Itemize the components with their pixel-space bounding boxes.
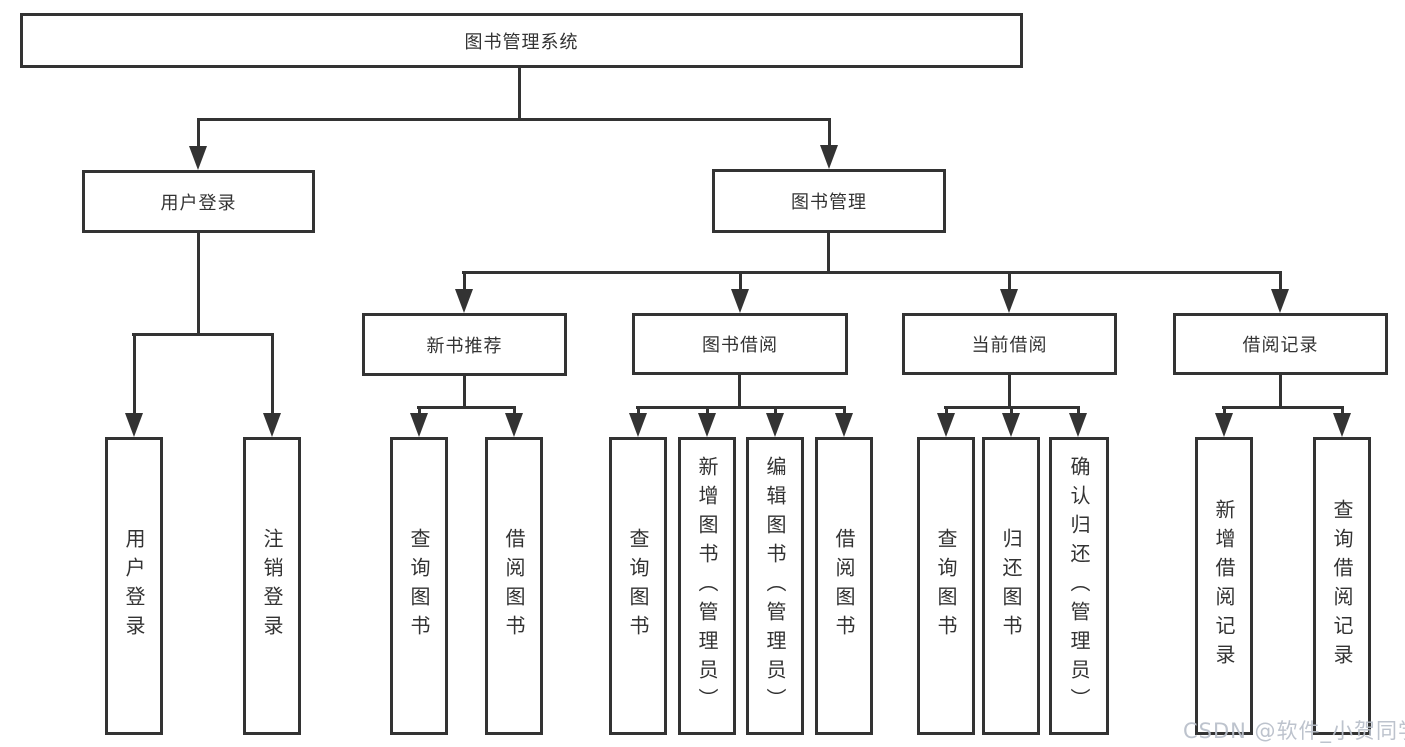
arrow-down-query-books-recommend [410, 413, 428, 437]
arrow-down-new-book-recommend [455, 289, 473, 313]
node-library-system: 图书管理系统 [20, 13, 1023, 68]
node-borrowing-records-label: 借阅记录 [1242, 335, 1319, 356]
csdn-watermark: CSDN @软件_小贺同学 [1183, 719, 1405, 743]
arrow-down-user-login [189, 146, 207, 170]
arrow-down-current-borrowing [1000, 289, 1018, 313]
node-leaf-edit-book-admin-label: 编辑图书（管理员） [763, 455, 787, 717]
connector-drop-borrow-books-borrowing [843, 408, 846, 415]
arrow-down-confirm-return-admin [1069, 413, 1087, 437]
node-leaf-query-books-borrowing: 查询图书 [609, 437, 667, 735]
connector-user-login-stem [197, 233, 200, 335]
node-leaf-query-books-borrowing-label: 查询图书 [626, 528, 650, 644]
node-leaf-confirm-return-admin: 确认归还（管理员） [1049, 437, 1109, 735]
node-leaf-logout: 注销登录 [243, 437, 301, 735]
node-leaf-query-books-recommend: 查询图书 [390, 437, 448, 735]
arrow-down-borrow-books-recommend [505, 413, 523, 437]
connector-drop-borrow-books-recommend [513, 408, 516, 415]
node-leaf-user-login-label: 用户登录 [122, 528, 146, 644]
connector-drop-query-books-borrowing [637, 408, 640, 415]
arrow-down-leaf-user-login [125, 413, 143, 437]
arrow-down-borrow-books-borrowing [835, 413, 853, 437]
connector-user-login-hline [132, 333, 274, 336]
node-leaf-borrow-books-recommend-label: 借阅图书 [502, 528, 526, 644]
node-library-system-label: 图书管理系统 [464, 31, 579, 53]
arrow-down-borrowing-records [1271, 289, 1289, 313]
connector-drop-confirm-return-admin [1077, 408, 1080, 415]
node-leaf-query-borrow-record: 查询借阅记录 [1313, 437, 1371, 735]
connector-drop-query-books-current [945, 408, 948, 415]
node-leaf-borrow-books-borrowing: 借阅图书 [815, 437, 873, 735]
node-leaf-return-book-label: 归还图书 [999, 528, 1023, 644]
node-user-login-label: 用户登录 [160, 192, 237, 214]
arrow-down-leaf-logout [263, 413, 281, 437]
node-book-management: 图书管理 [712, 169, 946, 233]
node-leaf-user-login: 用户登录 [105, 437, 163, 735]
connector-current-borrowing-hline [944, 406, 1080, 409]
connector-current-borrowing-stem [1008, 375, 1011, 408]
node-leaf-borrow-books-borrowing-label: 借阅图书 [832, 528, 856, 644]
node-leaf-add-book-admin-label: 新增图书（管理员） [695, 455, 719, 717]
node-leaf-add-borrow-record-label: 新增借阅记录 [1212, 499, 1236, 673]
node-leaf-edit-book-admin: 编辑图书（管理员） [746, 437, 804, 735]
connector-root-hline [197, 118, 831, 121]
connector-borrowing-records-hline [1222, 406, 1344, 409]
connector-drop-book-borrowing [739, 273, 742, 291]
arrow-down-add-borrow-record [1215, 413, 1233, 437]
node-leaf-confirm-return-admin-label: 确认归还（管理员） [1067, 455, 1091, 717]
node-book-borrowing: 图书借阅 [632, 313, 848, 375]
connector-drop-leaf-user-login [133, 335, 136, 415]
node-new-book-recommend-label: 新书推荐 [426, 335, 503, 357]
arrow-down-add-book-admin [698, 413, 716, 437]
node-leaf-add-borrow-record: 新增借阅记录 [1195, 437, 1253, 735]
arrow-down-book-management [820, 145, 838, 169]
node-borrowing-records: 借阅记录 [1173, 313, 1388, 375]
connector-new-book-recommend-stem [463, 376, 466, 408]
connector-root-drop-user-login [197, 120, 200, 148]
node-leaf-query-borrow-record-label: 查询借阅记录 [1330, 499, 1354, 673]
arrow-down-edit-book-admin [766, 413, 784, 437]
node-leaf-borrow-books-recommend: 借阅图书 [485, 437, 543, 735]
connector-drop-add-book-admin [706, 408, 709, 415]
connector-book-management-hline [462, 271, 1282, 274]
connector-drop-borrowing-records [1279, 273, 1282, 291]
node-book-borrowing-label: 图书借阅 [702, 335, 778, 356]
connector-drop-edit-book-admin [774, 408, 777, 415]
node-current-borrowing-label: 当前借阅 [971, 335, 1048, 356]
node-new-book-recommend: 新书推荐 [362, 313, 567, 376]
connector-root-drop-book-management [828, 120, 831, 147]
node-book-management-label: 图书管理 [791, 192, 867, 213]
connector-book-borrowing-hline [636, 406, 846, 409]
node-leaf-query-books-current-label: 查询图书 [934, 528, 958, 644]
arrow-down-query-books-borrowing [629, 413, 647, 437]
connector-drop-leaf-logout [271, 335, 274, 415]
arrow-down-book-borrowing [731, 289, 749, 313]
connector-new-book-recommend-hline [417, 406, 516, 409]
node-leaf-query-books-current: 查询图书 [917, 437, 975, 735]
connector-drop-current-borrowing [1008, 273, 1011, 291]
node-leaf-logout-label: 注销登录 [260, 528, 284, 644]
connector-book-management-stem [827, 233, 830, 273]
connector-drop-return-book [1010, 408, 1013, 415]
arrow-down-query-borrow-record [1333, 413, 1351, 437]
connector-drop-add-borrow-record [1223, 408, 1226, 415]
connector-drop-new-book-recommend [463, 273, 466, 291]
node-current-borrowing: 当前借阅 [902, 313, 1117, 375]
node-leaf-return-book: 归还图书 [982, 437, 1040, 735]
arrow-down-query-books-current [937, 413, 955, 437]
node-leaf-add-book-admin: 新增图书（管理员） [678, 437, 736, 735]
arrow-down-return-book [1002, 413, 1020, 437]
connector-root-stem [518, 68, 521, 120]
node-user-login: 用户登录 [82, 170, 315, 233]
connector-borrowing-records-stem [1279, 375, 1282, 408]
connector-drop-query-borrow-record [1341, 408, 1344, 415]
node-leaf-query-books-recommend-label: 查询图书 [407, 528, 431, 644]
connector-book-borrowing-stem [738, 375, 741, 408]
connector-drop-query-books-recommend [418, 408, 421, 415]
